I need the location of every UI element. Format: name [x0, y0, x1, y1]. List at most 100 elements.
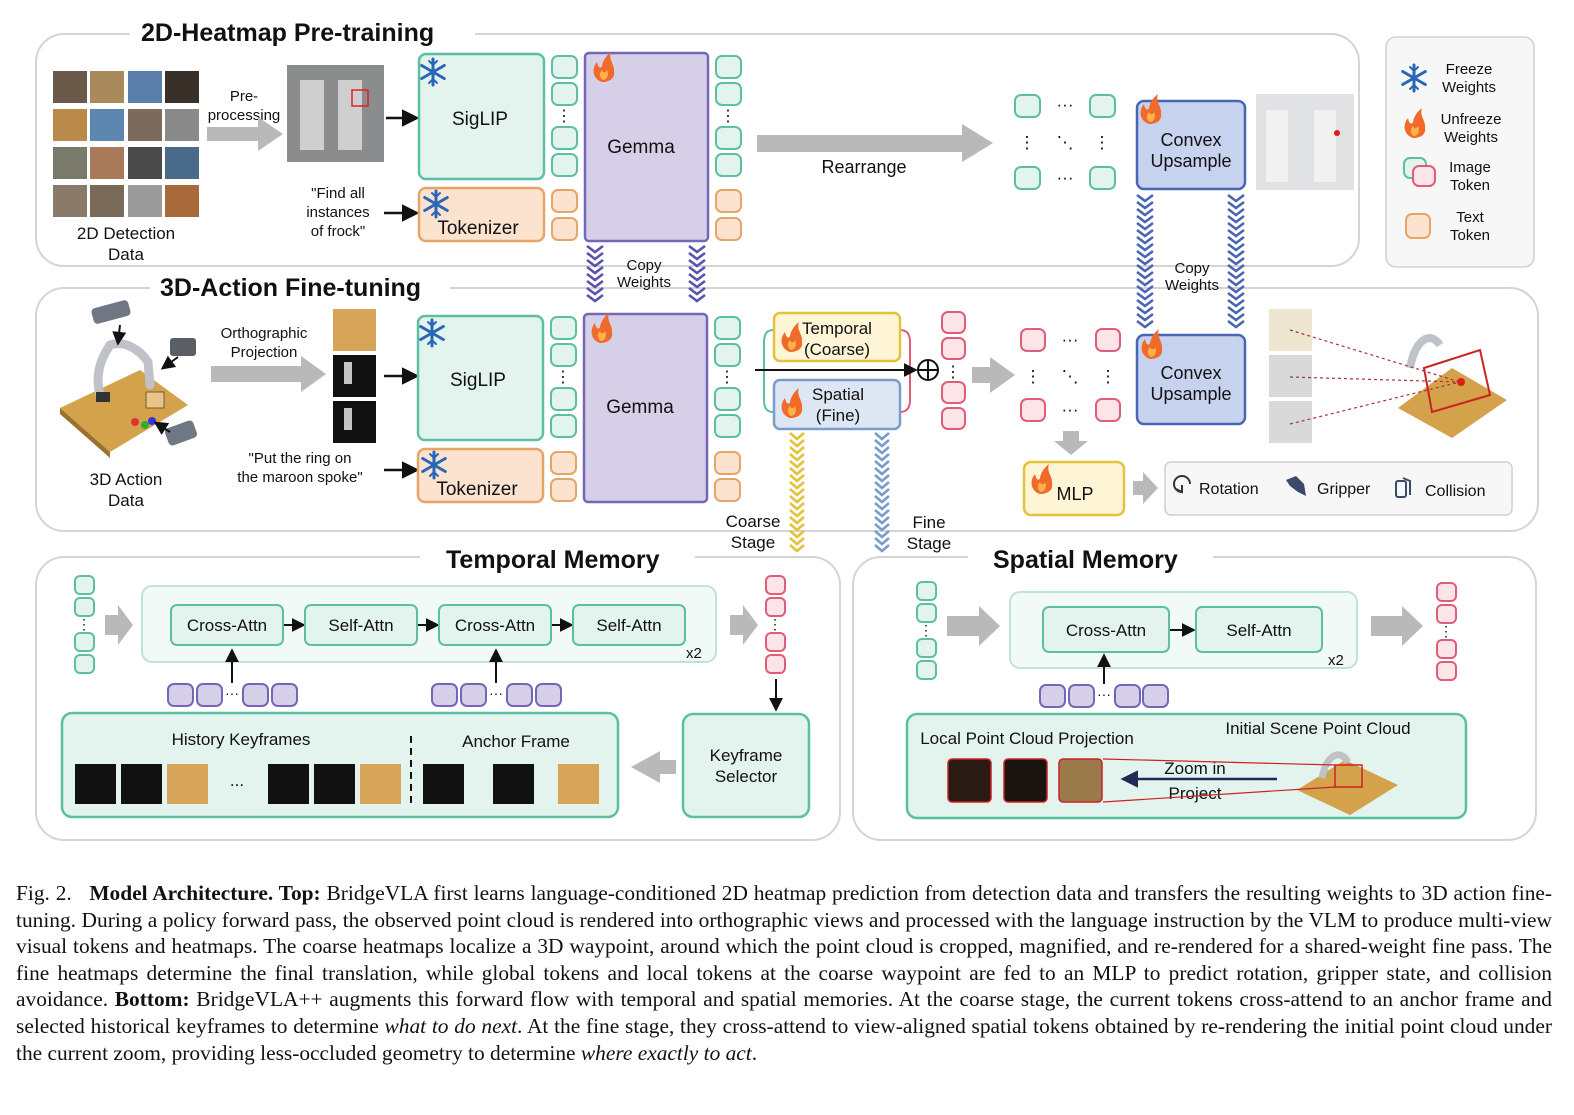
temporal-title: Temporal Memory: [446, 546, 660, 574]
rearrange-arrow: [757, 124, 993, 162]
svg-text:⋮: ⋮: [77, 616, 91, 632]
caption-prefix: Fig. 2.: [16, 881, 72, 905]
caption-text-3: . At the fine stage, they cross-attend t…: [16, 1013, 1552, 1065]
initial-scene-label: Initial Scene Point Cloud: [1225, 719, 1410, 738]
mlp-label: MLP: [1056, 484, 1093, 504]
temporal-output-tokens: [765, 575, 786, 674]
pretrain-text-tokens-in: [551, 189, 578, 241]
history-ellipsis: ...: [230, 771, 244, 790]
caption-italic-2: where exactly to act: [580, 1040, 752, 1065]
svg-text:⋱: ⋱: [1062, 367, 1079, 386]
spatial-output-tokens: [1436, 582, 1457, 681]
finetune-title: 3D-Action Fine-tuning: [160, 274, 421, 302]
svg-text:···: ···: [1062, 400, 1079, 419]
svg-text:···: ···: [1097, 686, 1111, 702]
finetune-frame: [35, 287, 1539, 532]
fused-tokens: [941, 311, 966, 430]
mlp-output-arrow: [1133, 472, 1158, 504]
local-projection-thumbnails: [947, 758, 1103, 803]
spatial-block-1-label: Cross-Attn: [1066, 621, 1146, 640]
legend-box: [1385, 36, 1535, 268]
robot-scene-3d: [60, 300, 198, 458]
temporal-coarse-box: [772, 311, 902, 363]
spatial-repeat-label: x2: [1328, 652, 1344, 669]
history-keyframe-thumbnails: [75, 764, 401, 804]
initial-scene-point-cloud: [1102, 751, 1398, 815]
pretrain-convex-upsample: [1135, 99, 1247, 191]
pretrain-text-tokens-out: [715, 189, 742, 241]
output-rotation-label: Rotation: [1199, 481, 1259, 498]
caption-text-4: .: [751, 1040, 758, 1065]
legend-text-token-swatch: [1405, 213, 1431, 239]
temporal-block-3-label: Cross-Attn: [455, 616, 535, 635]
svg-text:⋮: ⋮: [556, 108, 572, 125]
svg-text:···: ···: [1057, 95, 1074, 114]
svg-text:⋮: ⋮: [1094, 133, 1111, 152]
fine-stage-chevrons: [874, 432, 890, 553]
pretrain-siglip-label: SigLIP: [452, 109, 508, 130]
spatial-block-2-label: Self-Attn: [1226, 621, 1291, 640]
caption-bold-bottom: Bottom:: [114, 987, 190, 1012]
output-gripper-label: Gripper: [1317, 481, 1371, 498]
flame-icon: [1140, 94, 1162, 124]
temporal-block-1-label: Cross-Attn: [187, 616, 267, 635]
finetune-siglip-label: SigLIP: [450, 370, 506, 391]
temporal-block-4: [572, 604, 686, 646]
caption-bold-top: Model Architecture. Top:: [89, 881, 321, 905]
preprocess-arrow: [207, 117, 283, 151]
copy-weights-chevrons-upsample: [1136, 193, 1245, 329]
caption-italic-1: what to do next: [384, 1013, 518, 1038]
svg-text:⋮: ⋮: [555, 369, 571, 386]
anchor-frame-thumbnails: [423, 764, 599, 804]
figure-caption: Fig. 2. Model Architecture. Top: BridgeV…: [16, 880, 1552, 1066]
pretrain-tokenizer-label: Tokenizer: [437, 218, 519, 239]
finetune-siglip: [416, 314, 545, 442]
temporal-block-2-label: Self-Attn: [328, 616, 393, 635]
svg-text:⋮: ⋮: [1100, 367, 1117, 386]
caption-text-2: BridgeVLA++ augments this forward flow w…: [16, 987, 1552, 1038]
svg-text:···: ···: [1057, 168, 1074, 187]
pretrain-image-tokens-out: [715, 55, 742, 177]
temporal-input-tokens: [74, 575, 95, 674]
spatial-out-arrow: [1371, 606, 1423, 646]
rotation-icon: [1173, 475, 1191, 494]
finetune-text-tokens-out: [714, 451, 741, 502]
svg-text:⋮: ⋮: [1439, 623, 1453, 639]
coarse-stage-chevrons: [789, 432, 805, 553]
history-tokens: [167, 683, 298, 707]
spatial-fine-box: [772, 378, 902, 431]
grid-to-mlp-arrow: [1054, 431, 1088, 455]
anchor-frame-label: Anchor Frame: [462, 732, 570, 751]
svg-text:⋮: ⋮: [945, 364, 961, 381]
history-keyframes-label: History Keyframes: [172, 730, 311, 749]
temporal-out-arrow: [730, 605, 758, 645]
gripper-icon: [1286, 476, 1306, 496]
spatial-in-arrow: [947, 606, 1000, 646]
spatial-input-tokens: [916, 581, 937, 680]
finetune-text-tokens-in: [550, 451, 577, 502]
finetune-convex-upsample: [1135, 333, 1247, 426]
flame-icon: [1141, 329, 1163, 359]
copy-weights-chevrons-gemma: [586, 244, 706, 303]
fused-to-grid-arrow: [972, 357, 1015, 393]
svg-text:⋮: ⋮: [1025, 367, 1042, 386]
pretrain-image-tokens-in: [551, 55, 578, 177]
svg-text:⋮: ⋮: [720, 108, 736, 125]
finetune-tokenizer: [416, 447, 545, 504]
projection-arrow: [211, 356, 326, 392]
finetune-gemma: [582, 312, 709, 504]
temporal-block-1: [170, 604, 284, 646]
finetune-gemma-label: Gemma: [606, 397, 674, 418]
orthographic-views: [333, 309, 376, 443]
spatial-block-1: [1042, 606, 1170, 653]
